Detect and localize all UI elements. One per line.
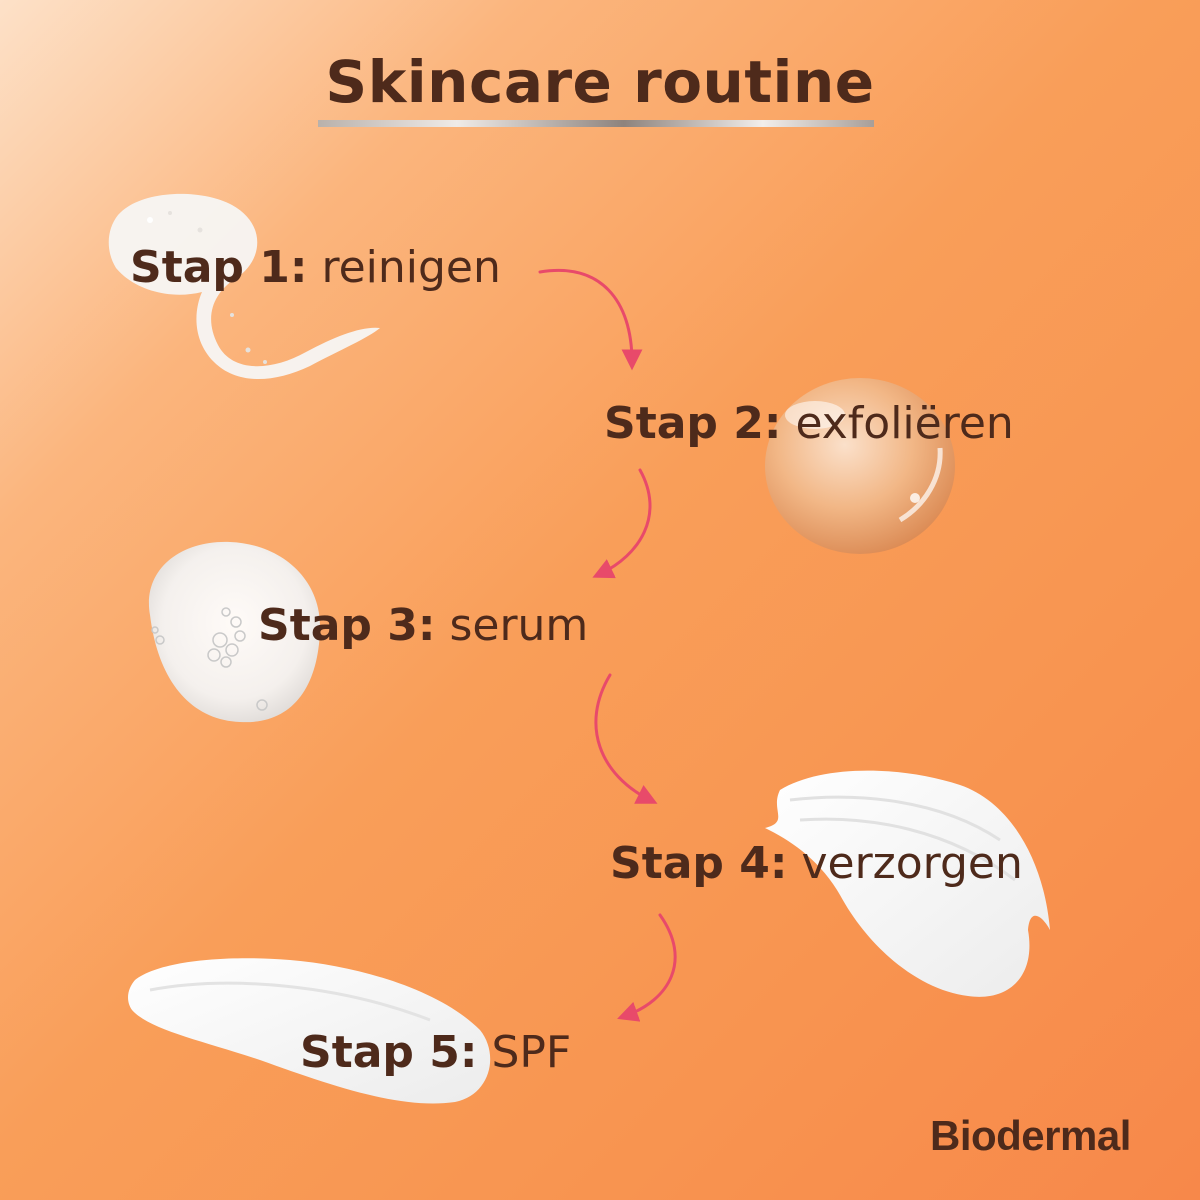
step-4-label: Stap 4: xyxy=(610,838,788,889)
step-5-label: Stap 5: xyxy=(300,1027,478,1078)
step-4: Stap 4: verzorgen xyxy=(610,838,1023,889)
step-3: Stap 3: serum xyxy=(258,600,588,651)
step-4-description: verzorgen xyxy=(801,838,1023,889)
step-1-label: Stap 1: xyxy=(130,242,308,293)
moisturizer-cream-swatch xyxy=(765,770,1050,997)
title-underline xyxy=(318,120,874,127)
arrow-step2-to-step3 xyxy=(592,468,652,579)
step-3-description: serum xyxy=(449,600,589,651)
exfoliant-gel-drop xyxy=(765,378,955,554)
step-1: Stap 1: reinigen xyxy=(130,242,501,293)
page-title: Skincare routine xyxy=(325,48,875,116)
step-3-label: Stap 3: xyxy=(258,600,436,651)
step-5: Stap 5: SPF xyxy=(300,1027,571,1078)
arrow-step4-to-step5 xyxy=(617,913,677,1022)
brand-logo: Biodermal xyxy=(930,1112,1131,1159)
step-5-description: SPF xyxy=(491,1027,572,1078)
cleanser-foam-swatch xyxy=(108,193,380,380)
step-arrows xyxy=(538,269,677,1022)
arrow-step1-to-step2 xyxy=(538,269,643,371)
spf-cream-swatch xyxy=(128,958,491,1104)
step-2-label: Stap 2: xyxy=(604,398,782,449)
step-2-description: exfoliëren xyxy=(795,398,1014,449)
arrow-step3-to-step4 xyxy=(594,673,658,804)
serum-drop xyxy=(148,541,321,723)
step-2: Stap 2: exfoliëren xyxy=(604,398,1014,449)
step-1-description: reinigen xyxy=(321,242,501,293)
